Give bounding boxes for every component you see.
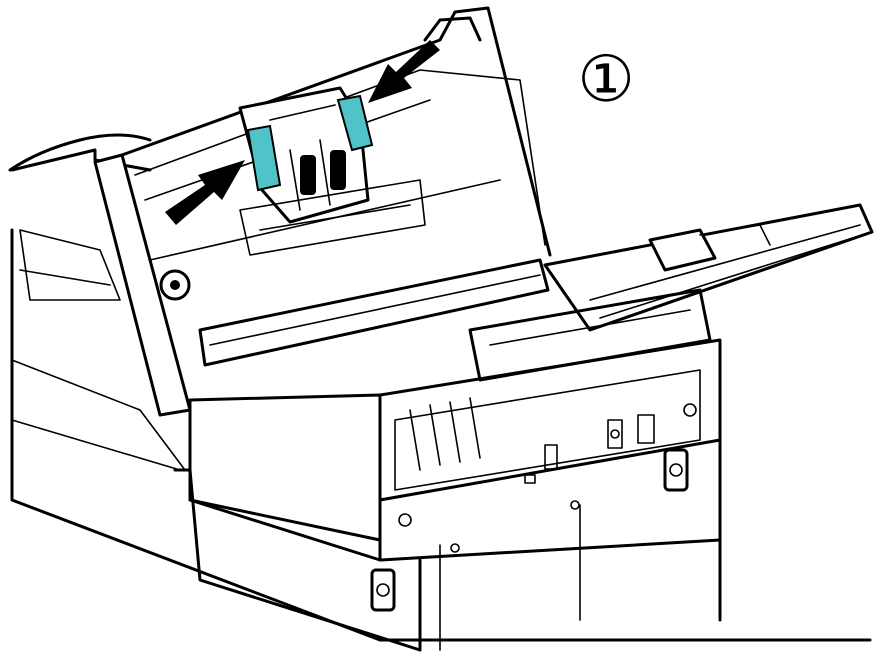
roller-lock-tab-left (246, 124, 282, 192)
flatbed-base (8, 133, 872, 642)
roller-lock-tab-right (336, 94, 374, 152)
scanner-body (173, 338, 722, 652)
arrow-icon (368, 40, 440, 103)
arrow-icon (165, 160, 245, 225)
document-tray (468, 203, 874, 382)
roller-lock-tabs (246, 94, 374, 192)
step-number-label: ① (577, 43, 635, 117)
